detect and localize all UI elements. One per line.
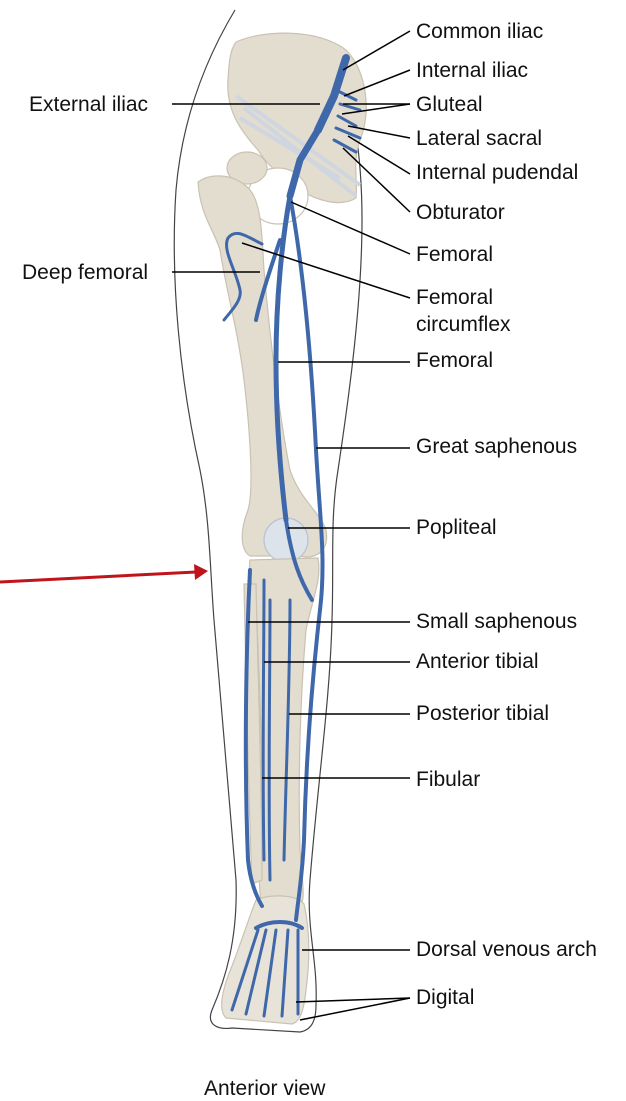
label-internal-pudendal: Internal pudendal (416, 162, 578, 183)
label-digital: Digital (416, 987, 474, 1008)
label-posterior-tibial: Posterior tibial (416, 703, 549, 724)
label-femoral-upper: Femoral (416, 244, 493, 265)
fibular-vein (269, 600, 270, 880)
label-great-saphenous: Great saphenous (416, 436, 577, 457)
label-gluteal: Gluteal (416, 94, 483, 115)
label-lateral-sacral: Lateral sacral (416, 128, 542, 149)
label-popliteal: Popliteal (416, 517, 497, 538)
label-small-saphenous: Small saphenous (416, 611, 577, 632)
label-fibular: Fibular (416, 769, 480, 790)
label-obturator: Obturator (416, 202, 505, 223)
label-femoral-lower: Femoral (416, 350, 493, 371)
leader-femoral-upper (291, 202, 410, 254)
label-external-iliac: External iliac (29, 94, 148, 115)
label-anterior-tibial: Anterior tibial (416, 651, 539, 672)
label-internal-iliac: Internal iliac (416, 60, 528, 81)
label-femoral-circumflex: Femoral circumflex (416, 284, 511, 338)
label-deep-femoral: Deep femoral (22, 262, 148, 283)
red-arrow (0, 564, 208, 582)
leader-femoral-circumflex (242, 243, 410, 298)
femur-bone (198, 176, 327, 557)
leader-common-iliac (343, 31, 410, 70)
label-dorsal-venous-arch: Dorsal venous arch (416, 939, 597, 960)
caption-anterior-view: Anterior view (204, 1077, 325, 1101)
label-common-iliac: Common iliac (416, 21, 543, 42)
leader-internal-pudendal (348, 136, 410, 174)
